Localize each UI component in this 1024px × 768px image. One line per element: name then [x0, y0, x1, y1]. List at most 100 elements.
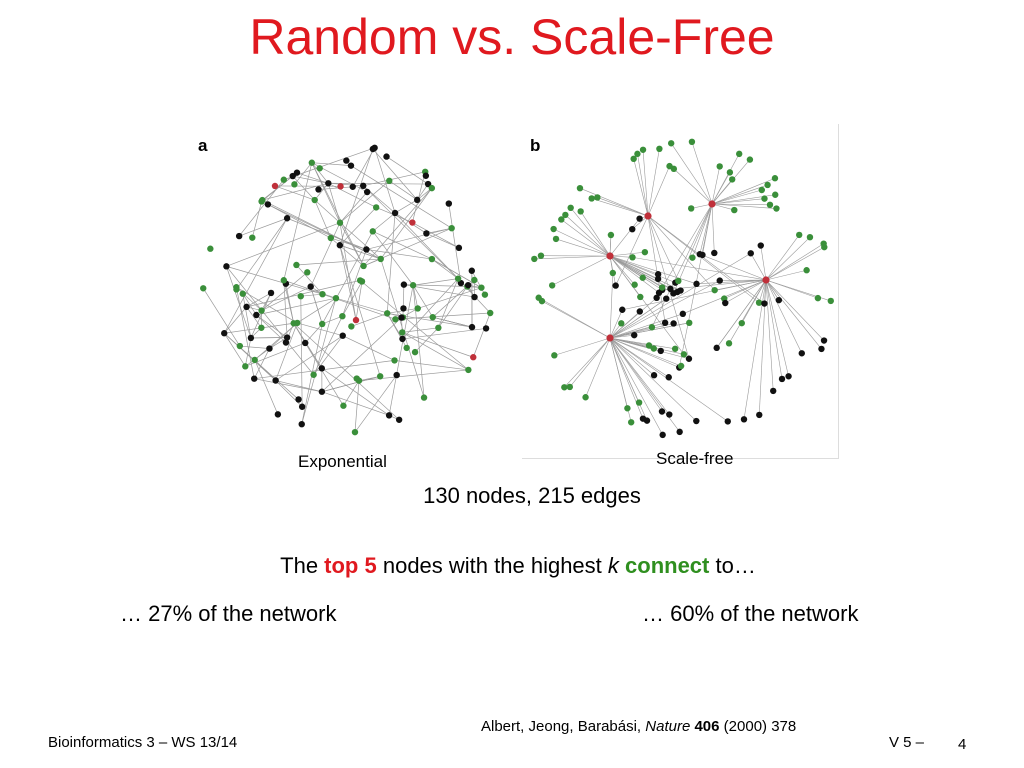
network-node: [258, 324, 265, 331]
network-node: [676, 428, 683, 436]
top5-highlight: top 5: [324, 553, 377, 578]
network-edge: [339, 207, 377, 246]
network-edge: [394, 360, 469, 371]
network-edge: [246, 280, 361, 308]
network-node: [657, 347, 664, 355]
network-edge: [699, 253, 767, 281]
network-node: [550, 225, 557, 233]
network-node: [343, 157, 350, 164]
network-edge: [711, 198, 765, 205]
network-edge: [236, 287, 255, 379]
network-node: [594, 194, 601, 201]
network-node: [688, 138, 696, 146]
network-node: [482, 325, 490, 332]
network-edge: [412, 285, 419, 309]
network-edge: [426, 227, 452, 234]
network-edge: [609, 337, 663, 436]
network-node: [413, 196, 421, 204]
network-edge: [642, 149, 649, 217]
network-node: [293, 169, 301, 176]
network-edge: [711, 189, 762, 205]
network-node: [778, 375, 786, 383]
network-node: [274, 411, 282, 418]
network-edge: [402, 328, 487, 340]
network-edge: [431, 258, 482, 288]
network-node: [428, 255, 436, 263]
network-node: [369, 228, 376, 235]
network-edge: [402, 278, 459, 340]
network-node: [771, 175, 779, 182]
network-node: [798, 350, 805, 357]
network-node: [363, 246, 370, 253]
network-node: [713, 344, 720, 352]
network-edge: [670, 143, 713, 205]
network-edge: [609, 255, 659, 275]
network-edge: [380, 187, 433, 260]
network-edge: [472, 312, 491, 358]
network-edge: [321, 368, 390, 416]
network-edge: [692, 203, 713, 258]
network-edge: [296, 258, 381, 266]
network-node: [400, 281, 408, 288]
network-edge: [251, 201, 262, 238]
network-edge: [292, 175, 329, 184]
network-edge: [647, 165, 670, 217]
exponential-caption: Exponential: [298, 452, 387, 471]
network-edge: [615, 215, 649, 286]
network-node: [318, 365, 326, 372]
network-node: [658, 408, 666, 415]
network-edge: [223, 218, 288, 334]
network-node: [796, 231, 803, 239]
network-edge: [673, 168, 713, 205]
network-edge: [570, 207, 611, 257]
network-node: [392, 316, 399, 323]
network-edge: [300, 296, 303, 407]
network-node: [424, 180, 432, 188]
network-hub-node: [644, 212, 652, 220]
network-edge: [432, 316, 473, 328]
network-edge: [372, 231, 414, 286]
network-edge: [647, 215, 666, 323]
network-edge: [274, 185, 315, 201]
slide-title: Random vs. Scale-Free: [249, 9, 775, 65]
network-edge: [226, 266, 252, 339]
network-hub-node: [708, 200, 716, 208]
network-node: [806, 233, 814, 241]
network-edge: [534, 255, 611, 260]
network-edge: [765, 234, 800, 281]
network-node: [363, 188, 371, 196]
network-edge: [304, 323, 323, 344]
network-edge: [328, 182, 377, 208]
network-node: [629, 254, 636, 261]
network-edge: [569, 337, 611, 388]
network-node: [291, 181, 298, 188]
sentence-part3: to…: [709, 553, 756, 578]
network-node: [236, 342, 244, 350]
network-node: [716, 163, 723, 170]
network-edge: [322, 315, 343, 325]
network-edge: [609, 298, 667, 339]
network-node: [650, 345, 657, 352]
network-edge: [223, 306, 247, 334]
network-node: [414, 305, 421, 312]
network-node: [636, 215, 643, 222]
network-edge: [380, 258, 425, 398]
network-edge: [555, 238, 611, 257]
network-edge: [242, 293, 257, 316]
network-edge: [328, 182, 364, 187]
network-node: [772, 191, 779, 198]
network-node: [428, 184, 436, 192]
network-edge: [386, 156, 429, 185]
network-edge: [304, 342, 344, 406]
network-node: [641, 248, 649, 256]
network-node: [803, 267, 810, 274]
network-edge: [609, 337, 663, 412]
network-edge: [609, 251, 645, 257]
network-edge: [760, 245, 767, 281]
network-edge: [579, 187, 649, 217]
network-edge: [609, 255, 681, 291]
network-a-edges: [202, 147, 491, 433]
network-edge: [292, 175, 315, 201]
network-edge: [728, 279, 767, 344]
network-edge: [609, 255, 697, 285]
